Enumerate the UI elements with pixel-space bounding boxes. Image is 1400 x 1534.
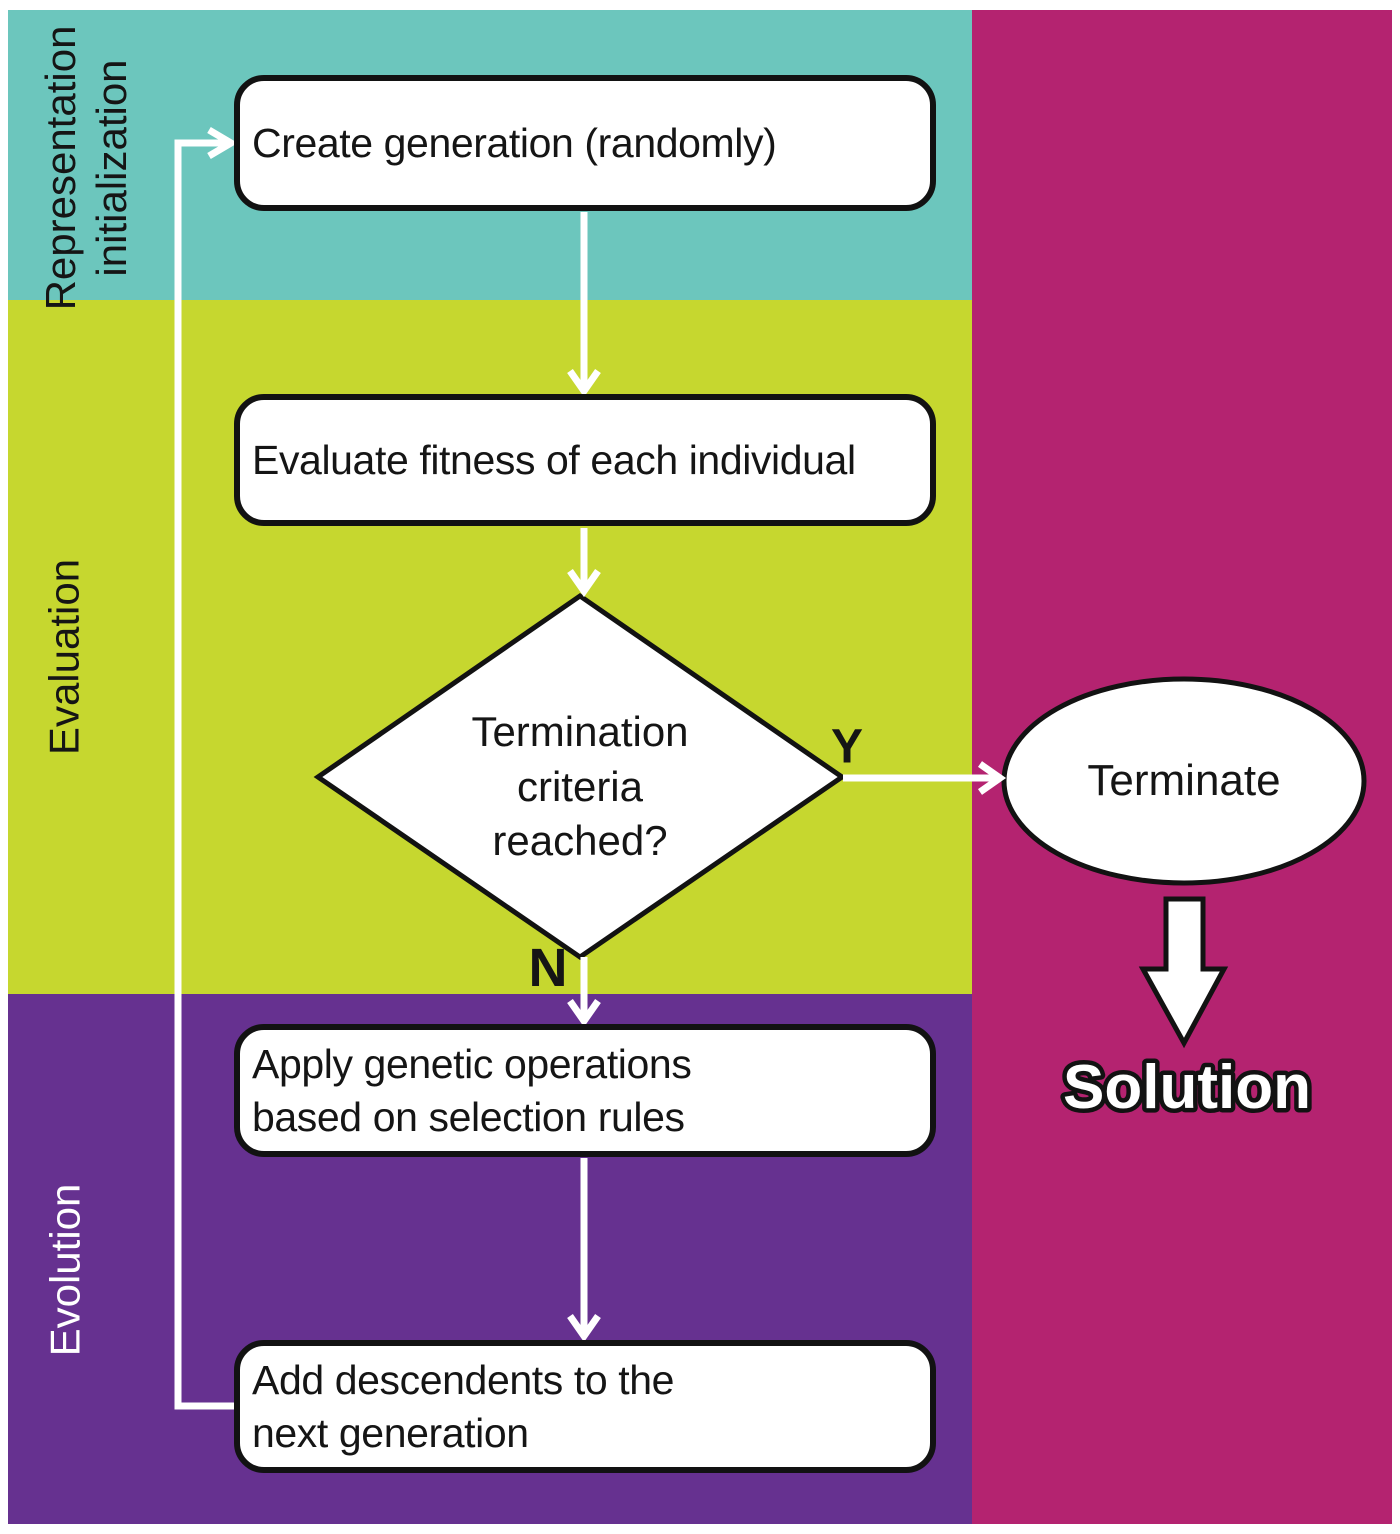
node-create-generation: Create generation (randomly) — [234, 75, 936, 211]
solution-block-arrow-icon — [1138, 896, 1229, 1049]
node-create-generation-label: Create generation (randomly) — [252, 119, 777, 166]
arrowhead-down-icon — [567, 368, 601, 398]
evolution-label: Evolution — [41, 1183, 89, 1357]
solution-result-label: Solution — [1063, 1053, 1311, 1122]
node-evaluate-fitness-label: Evaluate fitness of each individual — [252, 436, 856, 483]
node-apply-genetic-operations: Apply genetic operations based on select… — [234, 1024, 936, 1157]
decision-diamond-shape — [313, 592, 847, 961]
decision-diamond-label: Termination criteria reached? — [471, 708, 689, 865]
node-add-descendents: Add descendents to the next generation — [234, 1340, 936, 1473]
terminate-ellipse-shape — [1001, 676, 1367, 886]
terminate-ellipse-label: Terminate — [1087, 756, 1281, 805]
evaluation-label: Evaluation — [40, 558, 88, 756]
representation-initialization-label: Representation initialization — [36, 25, 135, 311]
node-apply-genetic-operations-label: Apply genetic operations based on select… — [252, 1041, 692, 1140]
node-add-descendents-label: Add descendents to the next generation — [252, 1357, 675, 1456]
node-evaluate-fitness: Evaluate fitness of each individual — [234, 394, 936, 526]
arrowhead-down-icon — [567, 998, 601, 1028]
arrowhead-down-icon — [567, 568, 601, 598]
branch-yes-label: Y — [830, 720, 864, 774]
arrowhead-right-icon — [977, 761, 1007, 795]
arrowhead-right-icon — [207, 126, 238, 160]
connector-loop-back — [174, 139, 234, 1410]
arrowhead-down-icon — [567, 1313, 601, 1343]
branch-no-label: N — [528, 938, 568, 998]
